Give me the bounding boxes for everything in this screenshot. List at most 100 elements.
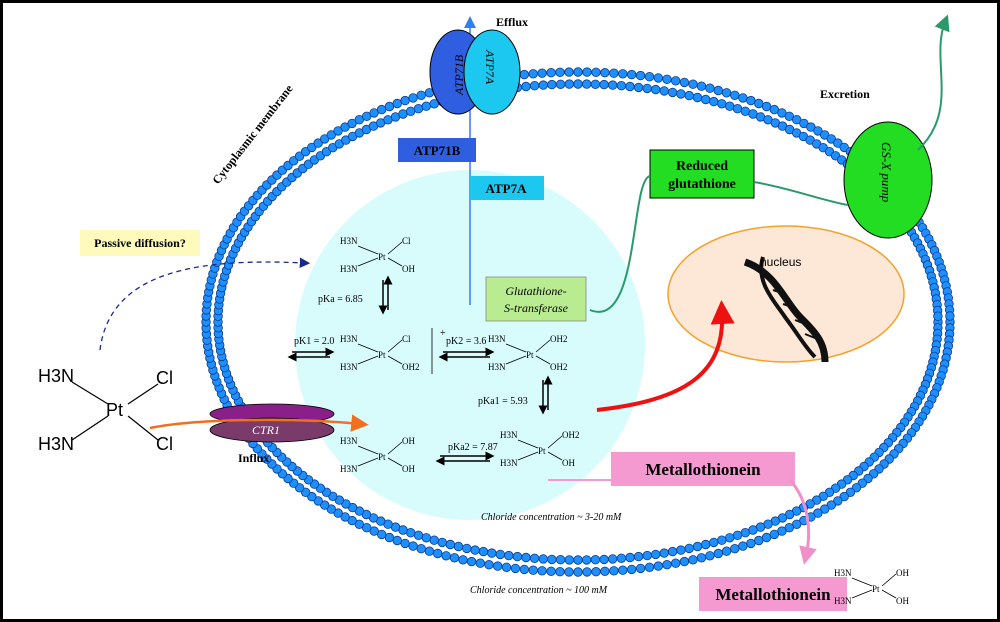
gsh-to-pump-line <box>753 181 849 206</box>
membrane-bead <box>384 101 395 112</box>
species-ligand: OH2 <box>402 362 420 372</box>
membrane-bead <box>642 83 652 94</box>
membrane-bead <box>713 85 724 96</box>
gsx-pump-label: GS-X pump <box>879 142 894 203</box>
membrane-bead <box>555 567 565 577</box>
membrane-bead <box>792 114 802 125</box>
species-ligand: H3N <box>340 362 358 372</box>
membrane-bead <box>653 73 664 83</box>
dna-icon <box>743 256 829 363</box>
cisplatin-h3n-top: H3N <box>38 366 74 386</box>
membrane-bead <box>692 541 703 552</box>
membrane-bead <box>519 69 530 80</box>
species-metal: Pt <box>378 252 386 262</box>
species-ligand: OH <box>402 264 415 274</box>
membrane-bead <box>400 95 410 106</box>
membrane-bead <box>475 558 486 568</box>
membrane-bead <box>671 76 681 86</box>
membrane-bead <box>547 554 557 565</box>
species-ligand: H3N <box>488 362 506 372</box>
atp7b-tag <box>398 138 476 162</box>
reduced-glutathione-box <box>649 149 755 199</box>
membrane-bead <box>696 81 707 91</box>
membrane-bead <box>555 555 566 565</box>
membrane-bead <box>462 543 472 554</box>
membrane-bead <box>582 79 592 89</box>
membrane-bead <box>582 567 592 577</box>
species-ligand: OH <box>896 568 909 578</box>
membrane-bead <box>421 101 432 111</box>
membrane-bead <box>510 563 521 574</box>
membrane-bead <box>504 550 514 561</box>
membrane-bead <box>754 98 764 109</box>
membrane-bead <box>740 106 751 117</box>
membrane-bead <box>709 537 719 548</box>
membrane-bead <box>408 93 418 103</box>
membrane-bead <box>820 504 830 514</box>
species-ligand: OH <box>562 458 575 468</box>
membrane-bead <box>406 106 416 117</box>
membrane-bead <box>591 67 601 78</box>
mt-export-arrow <box>788 478 817 565</box>
metallothionein-outer-label: Metallothionein <box>715 585 831 604</box>
membrane-bead <box>333 508 343 518</box>
membrane-bead <box>392 535 402 546</box>
passive-diffusion-arrow <box>99 257 311 351</box>
membrane-bead <box>608 554 618 564</box>
dna-binding-arrow <box>596 300 735 412</box>
species-ligand: OH2 <box>562 430 580 440</box>
membrane-bead <box>933 311 943 321</box>
atp7a-transporter-label: ATP7A <box>483 49 497 85</box>
membrane-bead <box>625 552 635 563</box>
membrane-bead <box>651 549 661 560</box>
membrane-bead <box>676 545 686 555</box>
membrane-bead <box>717 99 727 109</box>
membrane-bead <box>659 86 669 96</box>
membrane-bead <box>705 551 715 561</box>
membrane-bead <box>599 79 609 90</box>
membrane-bead <box>761 532 772 543</box>
membrane-bead <box>717 535 727 545</box>
membrane-bead <box>688 79 698 89</box>
membrane-bead <box>609 566 619 576</box>
membrane-bead <box>320 500 330 510</box>
cisplatin-structure: H3N H3N Pt Cl Cl <box>38 366 173 454</box>
species-ligand: OH2 <box>550 362 568 372</box>
membrane-bead <box>692 92 703 103</box>
atp7b-tag-label: ATP71B <box>414 143 461 158</box>
membrane-bead <box>721 88 732 98</box>
membrane-bead <box>696 553 707 563</box>
influx-label: Influx <box>238 451 269 465</box>
species-metal: Pt <box>378 452 386 462</box>
membrane-bead <box>616 80 627 91</box>
influx-arrow <box>149 414 369 432</box>
membrane-bead <box>484 560 494 570</box>
membrane-bead <box>564 67 574 77</box>
membrane-bead <box>429 535 439 545</box>
membrane-bead <box>625 81 635 92</box>
membrane-bead <box>738 93 748 103</box>
membrane-bead <box>501 562 512 573</box>
membrane-bead <box>746 538 756 549</box>
membrane-bead <box>725 533 735 543</box>
membrane-bead <box>635 70 646 81</box>
gst-to-gsh-line <box>589 175 651 313</box>
membrane-bead <box>573 567 583 577</box>
membrane-bead <box>537 566 547 576</box>
species-metal: Pt <box>872 584 880 594</box>
species-ligand: OH2 <box>550 334 568 344</box>
platinum-species-layer: H3NH3NPtClOHH3NH3NPtClOH2+H3NH3NPtOH2OH2… <box>340 236 909 606</box>
membrane-bead <box>521 81 531 92</box>
membrane-bead <box>458 555 468 565</box>
membrane-bead <box>671 558 681 568</box>
membrane-bead <box>424 546 435 556</box>
membrane-bead <box>679 77 690 88</box>
membrane-bead <box>519 564 530 575</box>
membrane-bead <box>839 491 849 502</box>
excretion-label: Excretion <box>820 87 870 101</box>
membrane-bead <box>413 103 424 114</box>
